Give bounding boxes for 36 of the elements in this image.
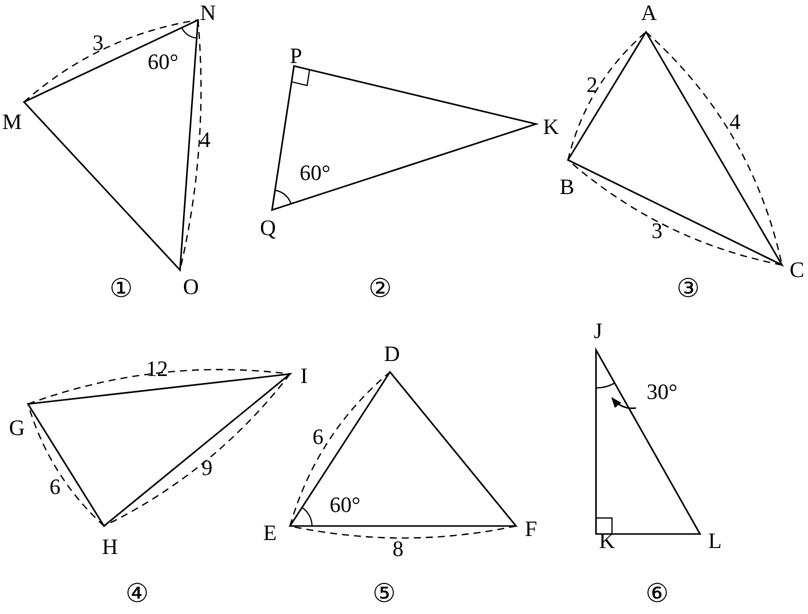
vertex-label: E — [263, 522, 277, 544]
vertex-label: F — [524, 518, 538, 540]
vertex-label: K — [543, 116, 559, 138]
figure-number: ⑥ — [646, 581, 668, 607]
vertex-label: O — [183, 276, 199, 298]
vertex-label: J — [594, 320, 602, 342]
vertex-label: I — [300, 365, 308, 387]
vertex-label: P — [290, 45, 302, 67]
side-length-label: 3 — [92, 32, 104, 54]
vertex-label: H — [102, 536, 118, 558]
vertex-label: G — [9, 417, 25, 439]
vertex-label: L — [708, 530, 722, 552]
side-length-label: 3 — [652, 220, 662, 242]
angle-label: 60° — [300, 162, 330, 184]
figure-number: ④ — [126, 581, 148, 607]
angle-label: 30° — [646, 381, 678, 403]
side-length-label: 6 — [50, 476, 60, 498]
figure-number: ③ — [676, 276, 700, 302]
side-length-label: 8 — [392, 538, 404, 560]
side-length-label: 2 — [586, 74, 598, 96]
side-length-label: 6 — [312, 426, 324, 448]
figure-number: ⑤ — [372, 581, 396, 607]
vertex-label: Q — [260, 217, 276, 239]
side-length-label: 12 — [146, 358, 168, 380]
vertex-label: C — [790, 259, 804, 281]
angle-label: 60° — [330, 494, 360, 516]
figure-number: ① — [110, 276, 132, 302]
vertex-label: M — [2, 111, 22, 133]
angle-label: 60° — [148, 51, 178, 73]
figure-number: ② — [368, 276, 392, 302]
vertex-label: B — [560, 176, 574, 198]
side-length-label: 4 — [200, 129, 210, 151]
vertex-label: N — [200, 2, 216, 24]
vertex-label: A — [641, 2, 657, 24]
side-length-label: 4 — [730, 111, 740, 133]
vertex-label: D — [384, 343, 400, 365]
